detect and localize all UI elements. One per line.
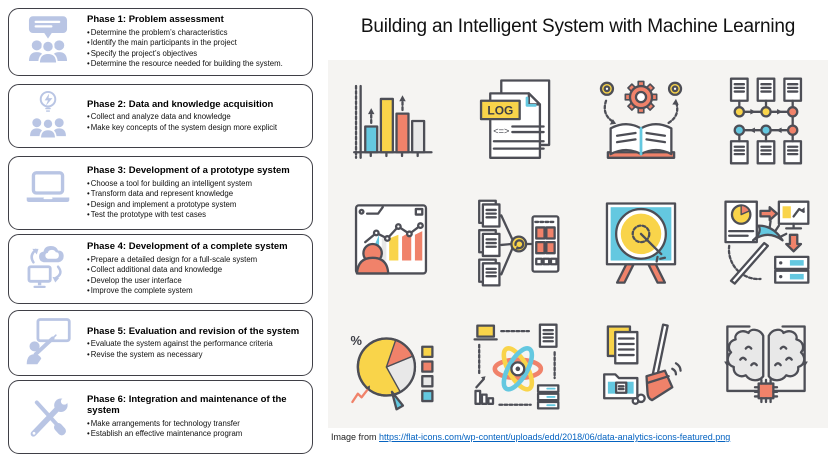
data-merge-icon <box>477 199 559 287</box>
phase-title: Phase 2: Data and knowledge acquisition <box>87 98 274 110</box>
cloud-sync-icon <box>27 246 64 289</box>
people-presentation-icon <box>28 16 68 65</box>
phase-bullet: Determine the resource needed for buildi… <box>87 59 304 70</box>
phase-bullet: Design and implement a prototype system <box>87 200 304 211</box>
svg-text:%: % <box>350 333 362 348</box>
phase-bullet: Establish an effective maintenance progr… <box>87 429 304 440</box>
phase-title: Phase 3: Development of a prototype syst… <box>87 165 290 177</box>
phase-box-4: Phase 4: Development of a complete syste… <box>8 234 313 304</box>
phase-box-6: Phase 6: Integration and maintenance of … <box>8 380 313 454</box>
log-file-icon: LOG <=> <box>479 79 550 160</box>
svg-text:LOG: LOG <box>487 104 513 118</box>
attribution: Image from https://flat-icons.com/wp-con… <box>331 432 730 442</box>
phase-bullet: Collect and analyze data and knowledge <box>87 112 304 123</box>
phase-bullet: Identify the main participants in the pr… <box>87 38 304 49</box>
icon-grid-panel: LOG <=> <box>328 60 828 428</box>
pie-chart-icon: % <box>350 333 434 411</box>
data-mining-icon <box>723 200 809 285</box>
phase-bullet: Test the prototype with test cases <box>87 210 304 221</box>
attribution-prefix: Image from <box>331 432 377 442</box>
training-board-icon <box>26 318 71 365</box>
data-science-atom-icon <box>472 323 559 410</box>
phase-bullet: Develop the user interface <box>87 276 304 287</box>
phase-title: Phase 5: Evaluation and revision of the … <box>87 325 300 337</box>
phase-title: Phase 1: Problem assessment <box>87 14 224 26</box>
tools-icon <box>30 393 69 437</box>
phase-bullet: Determine the problem’s characteristics <box>87 28 304 39</box>
phase-box-5: Phase 5: Evaluation and revision of the … <box>8 310 313 376</box>
svg-text:<=>: <=> <box>493 126 509 136</box>
phase-title: Phase 4: Development of a complete syste… <box>87 241 288 253</box>
phase-bullet: Specify the project’s objectives <box>87 49 304 60</box>
phase-box-2: Phase 2: Data and knowledge acquisition … <box>8 84 313 148</box>
phase-bullet: Prepare a detailed design for a full-sca… <box>87 255 304 266</box>
ai-brain-chip-icon <box>723 325 808 403</box>
laptop-icon <box>26 171 70 202</box>
target-board-icon <box>605 202 676 284</box>
phase-box-1: Phase 1: Problem assessment Determine th… <box>8 8 313 76</box>
bar-chart-icon <box>352 85 433 160</box>
phase-bullet: Improve the complete system <box>87 286 304 297</box>
phase-box-3: Phase 3: Development of a prototype syst… <box>8 156 313 230</box>
page-title: Building an Intelligent System with Mach… <box>360 16 796 37</box>
attribution-link[interactable]: https://flat-icons.com/wp-content/upload… <box>379 432 731 442</box>
phase-bullet: Choose a tool for building an intelligen… <box>87 179 304 190</box>
phase-bullet: Make key concepts of the system design m… <box>87 123 304 134</box>
phase-title: Phase 6: Integration and maintenance of … <box>87 394 287 417</box>
phase-bullet: Make arrangements for technology transfe… <box>87 419 304 430</box>
phase-bullet: Collect additional data and knowledge <box>87 265 304 276</box>
phase-bullet: Evaluate the system against the performa… <box>87 339 304 350</box>
phase-bullet: Revise the system as necessary <box>87 350 304 361</box>
machine-learning-book-icon <box>599 80 682 160</box>
phase-bullet: Transform data and represent knowledge <box>87 189 304 200</box>
analytics-dashboard-icon <box>354 204 427 275</box>
data-cleaning-icon <box>602 323 682 405</box>
data-flow-icon <box>729 77 802 165</box>
idea-people-icon <box>30 90 66 140</box>
